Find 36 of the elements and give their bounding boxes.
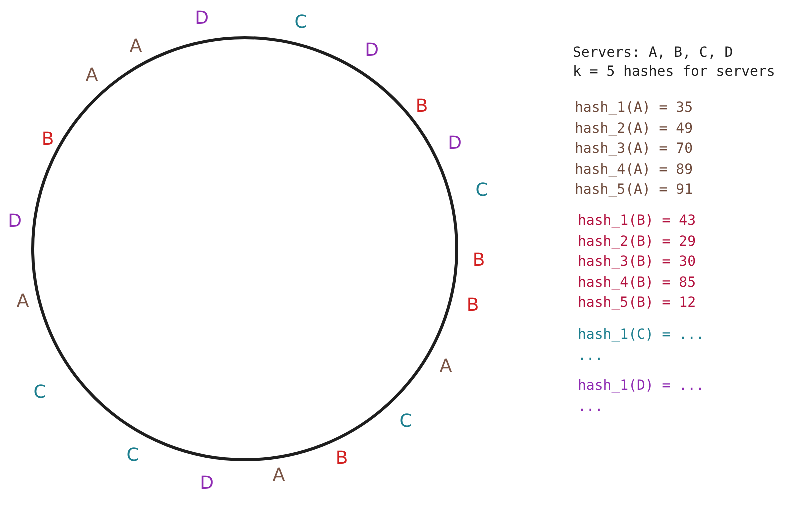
hash-value-text: hash_3(A) = 70 — [575, 140, 694, 158]
server-letter: A — [272, 467, 286, 485]
server-letter: C — [294, 14, 308, 32]
server-letter: B — [336, 450, 348, 468]
hash-value-text: hash_4(A) = 89 — [575, 161, 694, 178]
hash-value-text: hash_3(B) = 30 — [578, 254, 696, 270]
hash-value-text: hash_1(A) = 35 — [575, 100, 694, 116]
server-letter: D — [195, 10, 209, 28]
hash-value-text: hash_1(D) = ... — [578, 378, 704, 394]
hash-value-text: hash_2(B) = 29 — [578, 233, 696, 250]
hash-count-text: k = 5 hashes for servers — [573, 64, 776, 80]
hash-value-text: hash_1(C) = ... — [578, 326, 704, 344]
hash-value-text: hash_2(A) = 49 — [575, 120, 694, 137]
server-letter: C — [34, 384, 46, 402]
server-letter: D — [200, 475, 214, 493]
hash-value-text: hash_5(B) = 12 — [578, 294, 696, 312]
server-letter: B — [472, 252, 486, 270]
hash-value-text: hash_5(A) = 91 — [575, 182, 694, 198]
server-letter: A — [16, 293, 30, 311]
server-letter: C — [400, 413, 412, 431]
server-letter: D — [365, 42, 379, 60]
hash-value-text: hash_4(B) = 85 — [578, 274, 696, 291]
ellipsis-text: ... — [578, 398, 604, 416]
hash-value-text: hash_1(B) = 43 — [578, 212, 696, 230]
server-letter: A — [130, 38, 142, 56]
server-letter: A — [86, 67, 98, 85]
server-letter: D — [448, 135, 462, 153]
server-letter: A — [440, 358, 452, 376]
server-list-text: Servers: A, B, C, D — [573, 44, 734, 62]
server-letter: B — [416, 98, 428, 116]
server-letter: C — [476, 182, 488, 200]
server-letter: D — [8, 213, 22, 231]
ellipsis-text: ... — [578, 348, 604, 364]
server-letter: B — [466, 297, 480, 315]
server-letter: C — [126, 447, 140, 465]
server-letter: B — [42, 131, 54, 149]
